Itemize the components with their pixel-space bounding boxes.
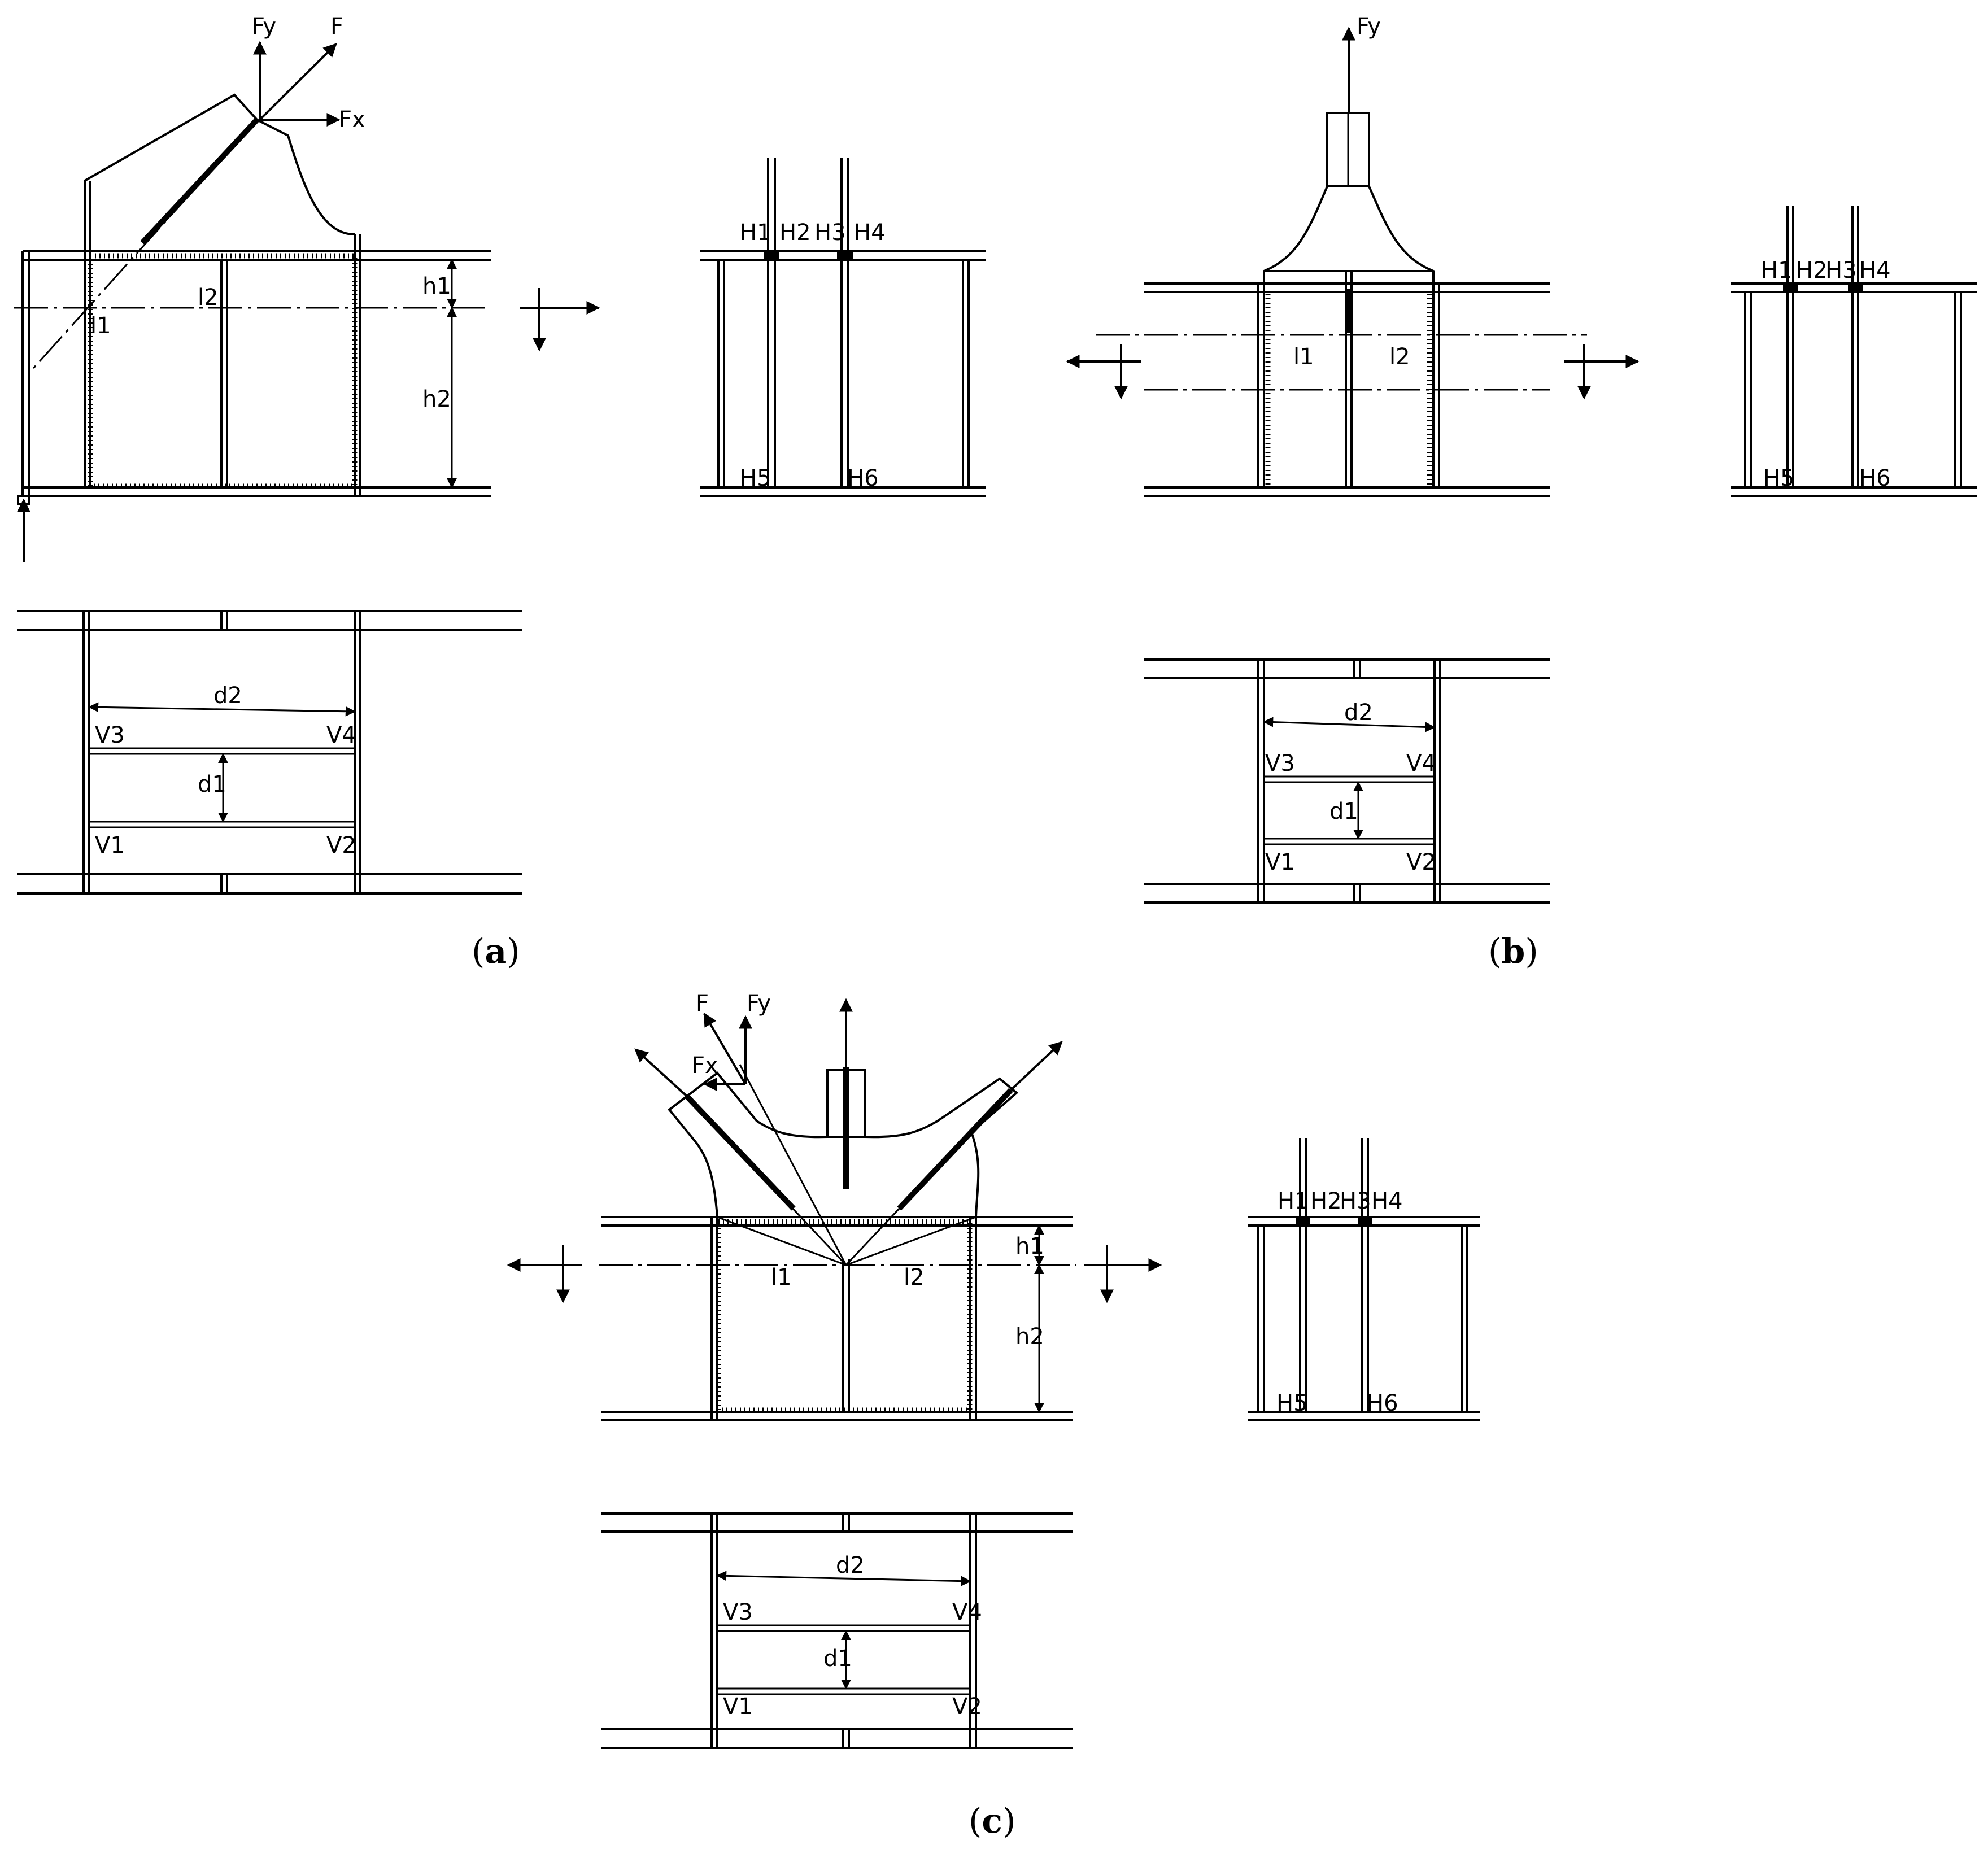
label-h2-b-sec: H2 [1796, 258, 1828, 284]
label-v1-a: V1 [95, 832, 125, 858]
panel-a-section: H1 H2 H3 H4 H5 H6 [700, 158, 986, 497]
label-h5-b-sec: H5 [1763, 465, 1795, 491]
panel-b-section: H1 H2 H3 H4 H5 H6 [1731, 206, 1977, 497]
label-d2-a: d2 [213, 683, 242, 709]
label-h6-a-sec: H6 [847, 465, 879, 491]
label-f-a: F [330, 14, 343, 40]
label-h2-c: h2 [1015, 1324, 1044, 1350]
label-fx-c: Fx [692, 1053, 718, 1079]
label-v3-a: V3 [95, 722, 125, 748]
label-f-c: F [696, 991, 709, 1017]
label-l2-a: l2 [198, 285, 219, 311]
label-h1-c-sec: H1 [1278, 1188, 1309, 1214]
label-h4-b-sec: H4 [1859, 258, 1891, 284]
label-h2-a: h2 [422, 386, 451, 412]
label-h4-a-sec: H4 [854, 220, 886, 246]
panel-c-plan: d2 d1 V3 V4 V1 V2 [601, 1512, 1073, 1749]
label-v1-b: V1 [1265, 849, 1295, 875]
label-h3-c-sec: H3 [1340, 1188, 1371, 1214]
label-h1-b-sec: H1 [1761, 258, 1793, 284]
caption-c: (c) [969, 1802, 1015, 1841]
label-v3-c: V3 [723, 1599, 753, 1625]
label-l2-b: l2 [1389, 344, 1410, 370]
label-h5-a-sec: H5 [740, 465, 771, 491]
panel-c-elevation: F Fy Fx l1 l2 h1 h2 [507, 991, 1162, 1421]
panel-a-plan: d2 d1 V3 V4 V1 V2 [17, 610, 522, 895]
panel-a-elevation: Fy F Fx l1 l2 h1 h2 [14, 14, 600, 562]
label-l1-a: l1 [90, 313, 111, 339]
label-fy-b: Fy [1357, 14, 1381, 40]
panel-a: Fy F Fx l1 l2 h1 h2 H1 H2 H3 H4 [14, 14, 986, 971]
label-v4-c: V4 [952, 1599, 982, 1625]
label-h6-c-sec: H6 [1367, 1390, 1398, 1416]
label-h1-c: h1 [1015, 1233, 1044, 1259]
label-d1-a: d1 [198, 771, 226, 797]
label-h1-a-sec: H1 [740, 220, 771, 246]
label-d2-c: d2 [836, 1552, 865, 1578]
label-h1-a: h1 [422, 273, 451, 299]
panel-c: F Fy Fx l1 l2 h1 h2 H1 H2 H3 H4 [507, 991, 1480, 1841]
label-v4-a: V4 [326, 722, 356, 748]
label-v1-c: V1 [723, 1694, 753, 1720]
label-h3-a-sec: H3 [814, 220, 846, 246]
label-h2-c-sec: H2 [1310, 1188, 1342, 1214]
label-h6-b-sec: H6 [1859, 465, 1891, 491]
label-d1-c: d1 [823, 1646, 852, 1672]
label-h4-c-sec: H4 [1371, 1188, 1403, 1214]
label-v2-c: V2 [952, 1694, 982, 1720]
label-h5-c-sec: H5 [1276, 1390, 1308, 1416]
panel-c-section: H1 H2 H3 H4 H5 H6 [1248, 1138, 1480, 1421]
label-h2-a-sec: H2 [779, 220, 811, 246]
panel-b-elevation: Fy l1 l2 [1066, 14, 1640, 497]
label-d1-b: d1 [1329, 799, 1358, 825]
label-d2-b: d2 [1344, 700, 1373, 726]
label-v4-b: V4 [1406, 751, 1436, 777]
label-h3-b-sec: H3 [1825, 258, 1857, 284]
panel-b-plan: d2 d1 V3 V4 V1 V2 [1144, 658, 1550, 904]
label-fx-a: Fx [339, 107, 365, 133]
label-fy-c: Fy [747, 991, 771, 1017]
label-l2-c: l2 [904, 1264, 925, 1290]
label-l1-b: l1 [1293, 344, 1314, 370]
label-v3-b: V3 [1265, 751, 1295, 777]
caption-a: (a) [472, 932, 520, 971]
panel-b: Fy l1 l2 H1 H2 H3 H4 H5 H6 [1066, 14, 1977, 971]
label-v2-a: V2 [326, 832, 356, 858]
label-v2-b: V2 [1406, 849, 1436, 875]
label-l1-c: l1 [771, 1264, 792, 1290]
caption-b: (b) [1488, 932, 1538, 971]
label-fy-a: Fy [252, 14, 276, 40]
